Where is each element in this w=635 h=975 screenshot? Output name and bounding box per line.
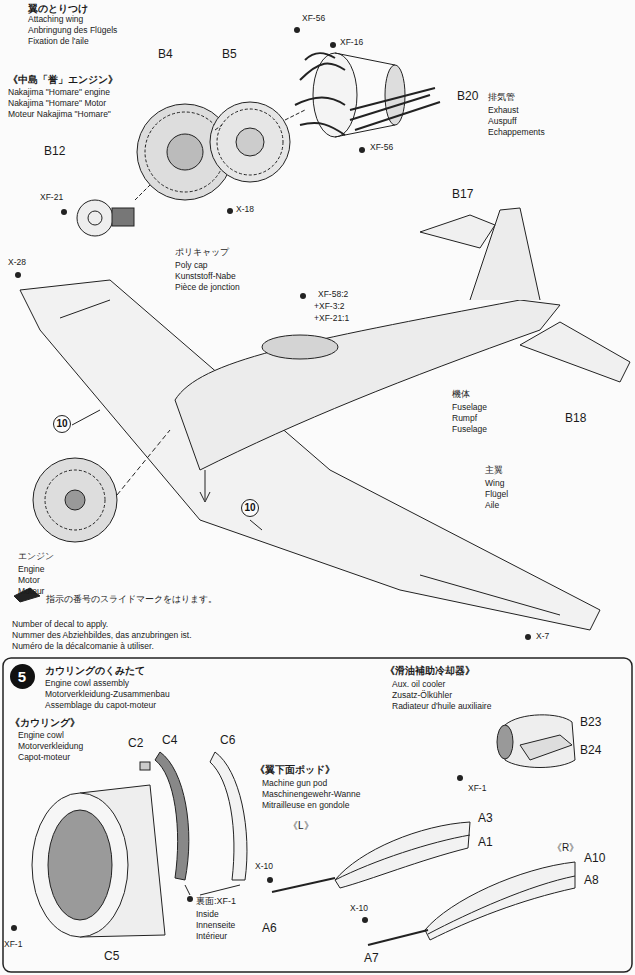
callout-number: 10 — [241, 499, 259, 517]
instruction-text: Motorverkleidung — [18, 742, 83, 751]
instruction-text: Intérieur — [196, 932, 227, 941]
instruction-text: Rumpf — [452, 414, 477, 423]
instruction-text: Aile — [485, 501, 499, 510]
instruction-text: Poly cap — [175, 261, 208, 270]
paint-code: XF-58:2 — [318, 290, 348, 299]
instruction-text: 《滑油補助冷却器》 — [385, 666, 475, 676]
callout-text: 10 — [244, 503, 255, 513]
instruction-text: Motorverkleidung-Zusammenbau — [45, 690, 170, 699]
instruction-text: Nakajima "Homare" engine — [8, 88, 110, 97]
instruction-text: Anbringung des Flügels — [28, 26, 117, 35]
instruction-text: Innenseite — [196, 921, 235, 930]
paint-code: +XF-21:1 — [314, 314, 349, 323]
instruction-text: Number of decal to apply. — [12, 620, 108, 629]
instruction-text: Aux. oil cooler — [392, 680, 445, 689]
instruction-text: 《カウリング》 — [10, 718, 80, 728]
callout-text: 10 — [56, 419, 67, 429]
instruction-text: ポリキャップ — [175, 248, 229, 258]
part-number: B23 — [580, 716, 601, 729]
instruction-text: 翼のとりつけ — [28, 3, 88, 14]
instruction-text: 《R》 — [552, 842, 579, 853]
step-number: 5 — [10, 664, 35, 689]
instruction-text: カウリングのくみたて — [45, 665, 145, 676]
part-number: C5 — [104, 950, 119, 963]
instruction-text: Pièce de jonction — [175, 283, 240, 292]
part-number: B12 — [44, 145, 65, 158]
instruction-text: Exhaust — [488, 106, 519, 115]
paint-code: XF-56 — [302, 14, 325, 23]
part-number: A6 — [262, 922, 277, 935]
part-number: A10 — [584, 852, 605, 865]
instruction-text: Engine — [18, 565, 44, 574]
instruction-text: エンジン — [18, 552, 54, 562]
part-number: B18 — [565, 412, 586, 425]
callout-number: 10 — [53, 415, 71, 433]
instruction-text: Engine cowl assembly — [45, 679, 129, 688]
instruction-text: 機体 — [452, 390, 470, 400]
paint-code: XF-16 — [340, 38, 363, 47]
instruction-text: Motor — [18, 576, 40, 585]
instruction-text: Kunststoff-Nabe — [175, 272, 236, 281]
part-number: A8 — [584, 874, 599, 887]
part-number: C2 — [128, 737, 143, 750]
instruction-text: Nakajima "Homare" Motor — [8, 99, 106, 108]
part-number: A1 — [478, 836, 493, 849]
part-number: C6 — [220, 734, 235, 747]
instruction-text: Flügel — [485, 490, 508, 499]
part-number: A3 — [478, 812, 493, 825]
paint-code: XF-56 — [370, 143, 393, 152]
paint-code: X-18 — [236, 205, 254, 214]
paint-code: +XF-3:2 — [314, 302, 344, 311]
instruction-text: Radiateur d'huile auxiliaire — [392, 702, 491, 711]
instruction-text: Numéro de la décalcomanie à utiliser. — [12, 642, 154, 651]
instruction-text: Attaching wing — [28, 15, 83, 24]
paint-code: X-28 — [8, 258, 26, 267]
paint-code: X-10 — [255, 862, 273, 871]
instruction-text: Inside — [196, 910, 219, 919]
part-number: A7 — [364, 952, 379, 965]
instruction-text: 《L》 — [288, 820, 314, 831]
paint-code: X-7 — [536, 632, 549, 641]
part-number: B17 — [452, 188, 473, 201]
instruction-text: 主翼 — [485, 466, 503, 476]
paint-code: XF-1 — [468, 784, 486, 793]
instruction-text: Wing — [485, 479, 504, 488]
instruction-text: Machine gun pod — [262, 779, 327, 788]
instruction-text: Zusatz-Ölkühler — [392, 691, 452, 700]
instruction-text: Auspuff — [488, 117, 517, 126]
instruction-text: Fuselage — [452, 403, 487, 412]
paint-code: XF-21 — [40, 193, 63, 202]
instruction-text: Fixation de l'aile — [28, 37, 89, 46]
instruction-text: Nummer des Abziehbildes, das anzubringen… — [12, 631, 192, 640]
part-number: B4 — [158, 48, 173, 61]
instruction-text: Maschinengewehr-Wanne — [262, 790, 360, 799]
instruction-text: 指示の番号のスライドマークをはります。 — [46, 595, 217, 605]
instruction-text: Moteur Nakajima "Homare" — [8, 110, 111, 119]
instruction-text: Fuselage — [452, 425, 487, 434]
instruction-text: Assemblage du capot-moteur — [45, 701, 156, 710]
paint-code: X-10 — [350, 904, 368, 913]
part-number: B5 — [222, 48, 237, 61]
instruction-text: Echappements — [488, 128, 545, 137]
step-number-text: 5 — [18, 669, 26, 684]
instruction-text: Engine cowl — [18, 731, 64, 740]
instruction-text: Moteur — [18, 587, 44, 596]
instruction-text: 排気管 — [488, 93, 515, 103]
instruction-text: Mitrailleuse en gondole — [262, 801, 349, 810]
instruction-text: 《翼下面ポッド》 — [255, 765, 335, 775]
instruction-text: Capot-moteur — [18, 753, 70, 762]
instruction-text: 《中島「誉」エンジン》 — [8, 75, 118, 85]
paint-code: 裏面:XF-1 — [196, 897, 236, 907]
paint-code: XF-1 — [4, 940, 22, 949]
part-number: B20 — [457, 90, 478, 103]
part-number: C4 — [162, 734, 177, 747]
part-number: B24 — [580, 744, 601, 757]
